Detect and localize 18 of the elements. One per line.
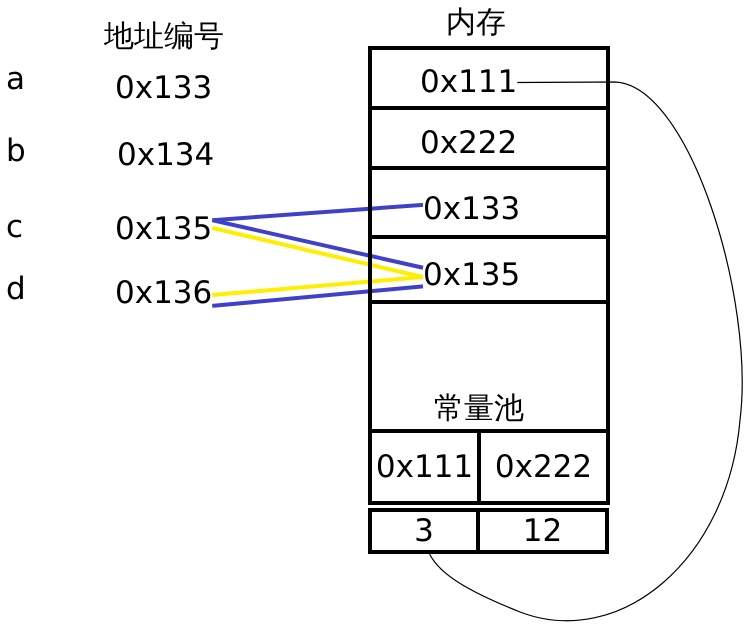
variable-name: a	[6, 64, 25, 95]
address-text: 0x136	[115, 278, 212, 309]
variable-name: d	[6, 274, 26, 305]
pool-cell: 0x222	[481, 429, 606, 501]
memory-value: 0x133	[423, 194, 520, 225]
memory-value: 0x111	[420, 67, 518, 98]
pool-heading: 常量池	[434, 394, 524, 424]
memory-value: 0x222	[420, 128, 518, 159]
memory-heading: 内存	[446, 8, 506, 38]
address-text: 0x133	[115, 73, 212, 104]
variable-name: b	[6, 136, 26, 167]
pool-cell: 0x111	[372, 429, 481, 501]
address-text: 0x134	[117, 140, 214, 171]
variable-name: c	[6, 212, 24, 243]
curved-line	[429, 81, 743, 621]
column-heading: 地址编号	[104, 22, 224, 52]
address-text: 0x135	[115, 214, 212, 245]
memory-value: 0x135	[423, 260, 520, 291]
